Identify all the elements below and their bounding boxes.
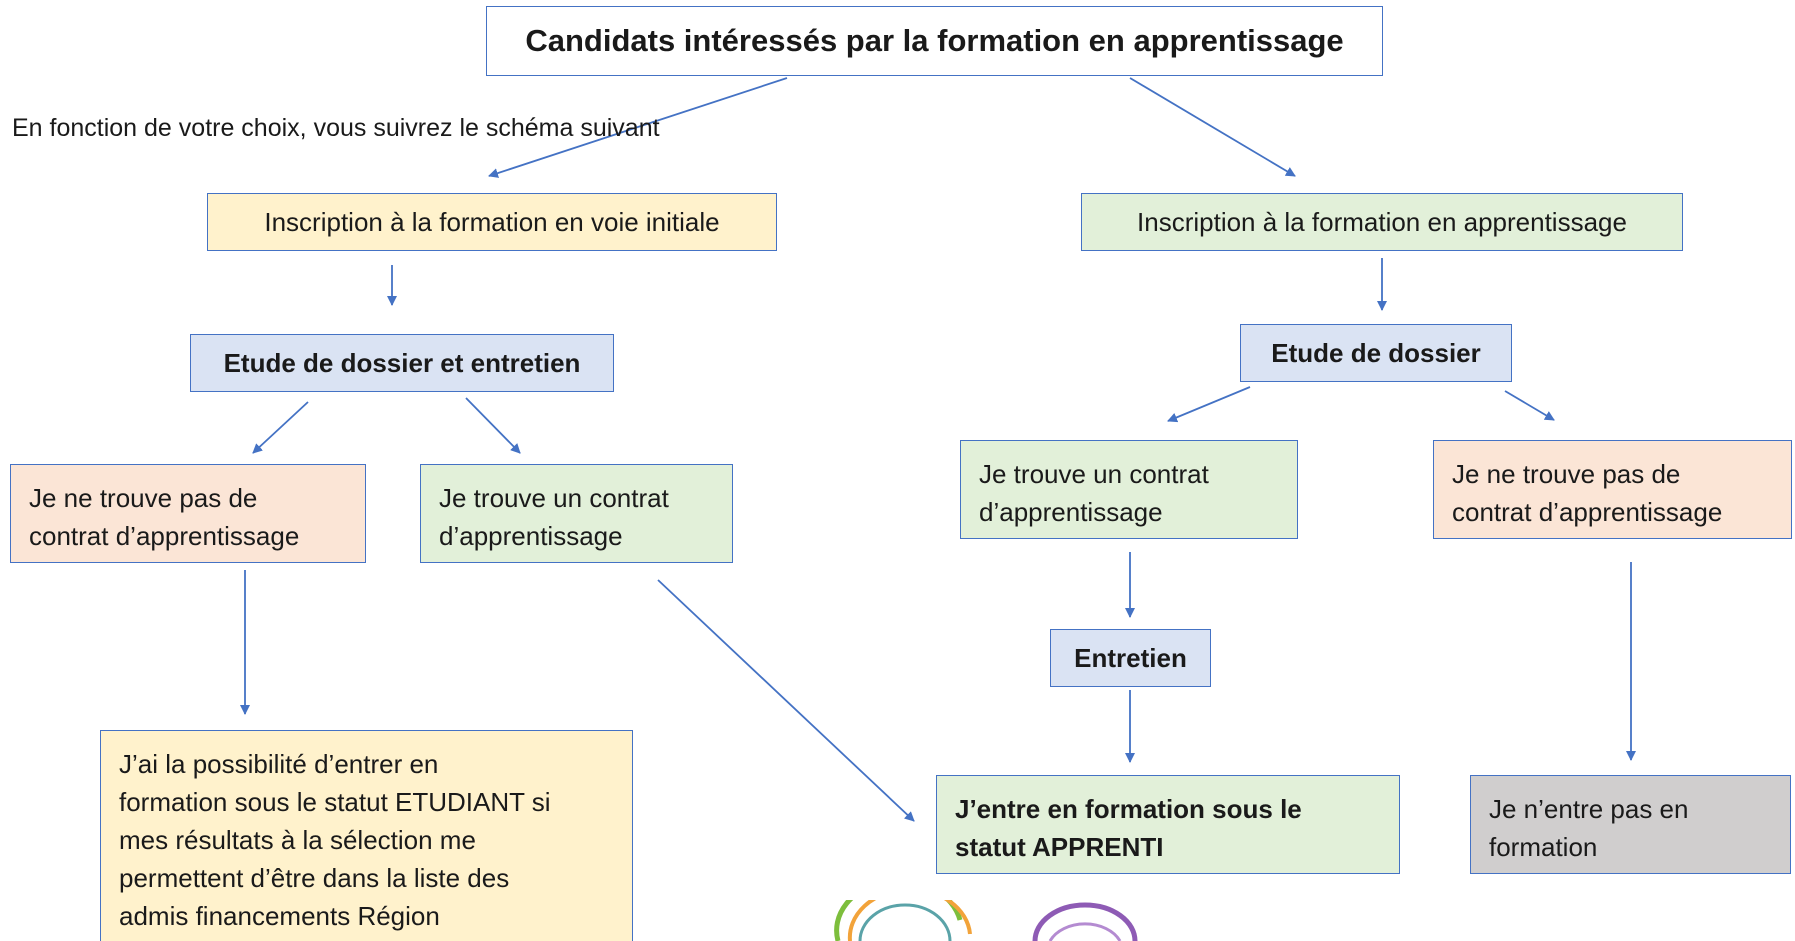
- right-selection-label: Etude de dossier: [1271, 338, 1481, 368]
- subtitle-text: En fonction de votre choix, vous suivrez…: [12, 114, 660, 142]
- left-no-contract-box: Je ne trouve pas de contrat d’apprentiss…: [10, 464, 366, 563]
- left-no-contract-line-1: Je ne trouve pas de: [29, 483, 258, 513]
- left-contract-line-1: Je trouve un contrat: [439, 483, 669, 513]
- no-entry-line-1: Je n’entre pas en: [1489, 794, 1689, 824]
- arrow-contract-to-apprentice: [657, 579, 915, 822]
- left-selection-box: Etude de dossier et entretien: [190, 334, 614, 392]
- apprentice-outcome-box: J’entre en formation sous le statut APPR…: [936, 775, 1400, 874]
- student-outcome-line-3: mes résultats à la sélection me: [119, 825, 476, 855]
- right-no-contract-line-1: Je ne trouve pas de: [1452, 459, 1681, 489]
- no-entry-box: Je n’entre pas en formation: [1470, 775, 1791, 874]
- right-no-contract-line-2: contrat d’apprentissage: [1452, 497, 1723, 527]
- arrow-selection-to-no-contract-right: [1504, 390, 1555, 421]
- right-no-contract-box: Je ne trouve pas de contrat d’apprentiss…: [1433, 440, 1792, 539]
- student-outcome-line-1: J’ai la possibilité d’entrer en: [119, 749, 439, 779]
- student-outcome-line-4: permettent d’être dans la liste des: [119, 863, 510, 893]
- left-contract-line-2: d’apprentissage: [439, 521, 623, 551]
- right-contract-box: Je trouve un contrat d’apprentissage: [960, 440, 1298, 539]
- purple-logo-inner-arc: [1048, 922, 1122, 941]
- apprentice-outcome-line-2: statut APPRENTI: [955, 832, 1164, 862]
- purple-logo-arc: [1032, 902, 1138, 941]
- left-contract-box: Je trouve un contrat d’apprentissage: [420, 464, 733, 563]
- partner-logos: [834, 900, 1138, 941]
- interview-label: Entretien: [1074, 643, 1187, 673]
- apprenticeship-registration-box: Inscription à la formation en apprentiss…: [1081, 193, 1683, 251]
- arrow-selection-to-contract-left: [465, 397, 521, 454]
- student-outcome-line-5: admis financements Région: [119, 901, 440, 931]
- right-contract-line-1: Je trouve un contrat: [979, 459, 1209, 489]
- right-selection-box: Etude de dossier: [1240, 324, 1512, 382]
- student-outcome-box: J’ai la possibilité d’entrer en formatio…: [100, 730, 633, 941]
- arrow-selection-to-contract-right: [1167, 386, 1251, 423]
- green-logo-arc: [834, 900, 963, 941]
- apprentice-outcome-line-1: J’entre en formation sous le: [955, 794, 1302, 824]
- left-selection-label: Etude de dossier et entretien: [223, 348, 581, 378]
- title-box: Candidats intéressés par la formation en…: [486, 6, 1383, 76]
- left-no-contract-line-2: contrat d’apprentissage: [29, 521, 300, 551]
- teal-logo-arc: [858, 903, 952, 941]
- arrow-title-to-initial: [488, 77, 788, 178]
- no-entry-line-2: formation: [1489, 832, 1598, 862]
- diagram-title: Candidats intéressés par la formation en…: [525, 23, 1344, 58]
- right-contract-line-2: d’apprentissage: [979, 497, 1163, 527]
- orange-logo-arc: [847, 900, 972, 941]
- apprenticeship-registration-label: Inscription à la formation en apprentiss…: [1137, 207, 1627, 237]
- initial-registration-box: Inscription à la formation en voie initi…: [207, 193, 777, 251]
- student-outcome-line-2: formation sous le statut ETUDIANT si: [119, 787, 551, 817]
- arrow-selection-to-no-contract-left: [252, 401, 309, 454]
- interview-box: Entretien: [1050, 629, 1211, 687]
- initial-registration-label: Inscription à la formation en voie initi…: [264, 207, 720, 237]
- arrow-title-to-apprenticeship: [1129, 77, 1296, 177]
